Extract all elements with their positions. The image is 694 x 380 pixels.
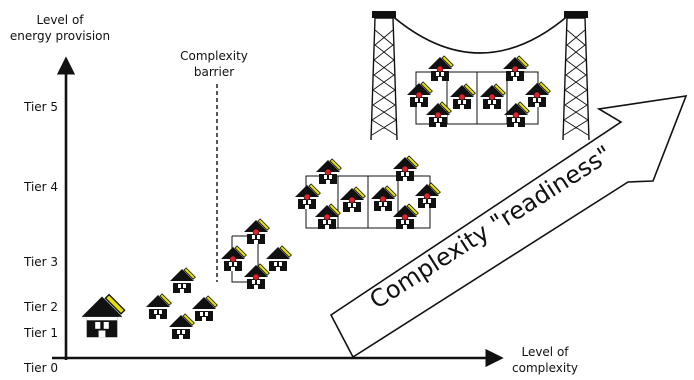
y-axis-label-line2: energy provision: [10, 29, 110, 43]
tier3-house-icon: [244, 219, 269, 244]
transmission-tower-icon: [562, 10, 590, 141]
barrier-label-line2: barrier: [194, 65, 234, 79]
tier2-house-icon: [169, 267, 196, 294]
tier4-house-icon: [415, 183, 440, 208]
tier2-house-icon: [191, 295, 218, 322]
tier5-house-icon: [504, 102, 529, 127]
tier4-house-icon: [295, 184, 320, 209]
tier4-minigrid: [295, 156, 440, 229]
x-axis-label-line2: complexity: [512, 361, 578, 375]
tier4-house-icon: [393, 204, 418, 229]
tier2-house-icon: [145, 293, 172, 320]
tier4-house-icon: [371, 186, 396, 211]
tier4-house-icon: [340, 187, 365, 212]
tier3-house-icon: [244, 264, 269, 289]
tier-5-label: Tier 5: [23, 100, 58, 114]
y-axis-label-line1: Level of: [36, 13, 84, 27]
tier5-house-icon: [480, 84, 505, 109]
readiness-arrow: Complexity "readiness": [329, 95, 688, 359]
tier5-house-icon: [503, 56, 528, 81]
tier3-minigrid: [221, 219, 292, 289]
tier5-house-icon: [407, 82, 432, 107]
tier-0-label: Tier 0: [23, 361, 58, 375]
transmission-tower-icon: [370, 10, 398, 141]
x-axis-label-line1: Level of: [521, 345, 569, 359]
tier5-house-icon: [525, 82, 550, 107]
tier-4-label: Tier 4: [23, 180, 58, 194]
tier5-house-icon: [426, 102, 451, 127]
tier-3-label: Tier 3: [23, 255, 58, 269]
power-line: [389, 13, 571, 54]
barrier-label-line1: Complexity: [180, 49, 248, 63]
tier5-house-icon: [428, 56, 453, 81]
tier3-house-icon: [221, 246, 246, 271]
tier5-grid: [370, 10, 590, 141]
tier4-house-icon: [393, 156, 418, 181]
tier-2-label: Tier 2: [23, 300, 58, 314]
tier4-house-icon: [315, 204, 340, 229]
tier2-house-icon: [168, 313, 195, 340]
tier5-house-icon: [450, 84, 475, 109]
tier1-house-icon: [80, 293, 126, 338]
tier-1-label: Tier 1: [23, 326, 58, 340]
tier3-house-icon: [265, 245, 292, 272]
